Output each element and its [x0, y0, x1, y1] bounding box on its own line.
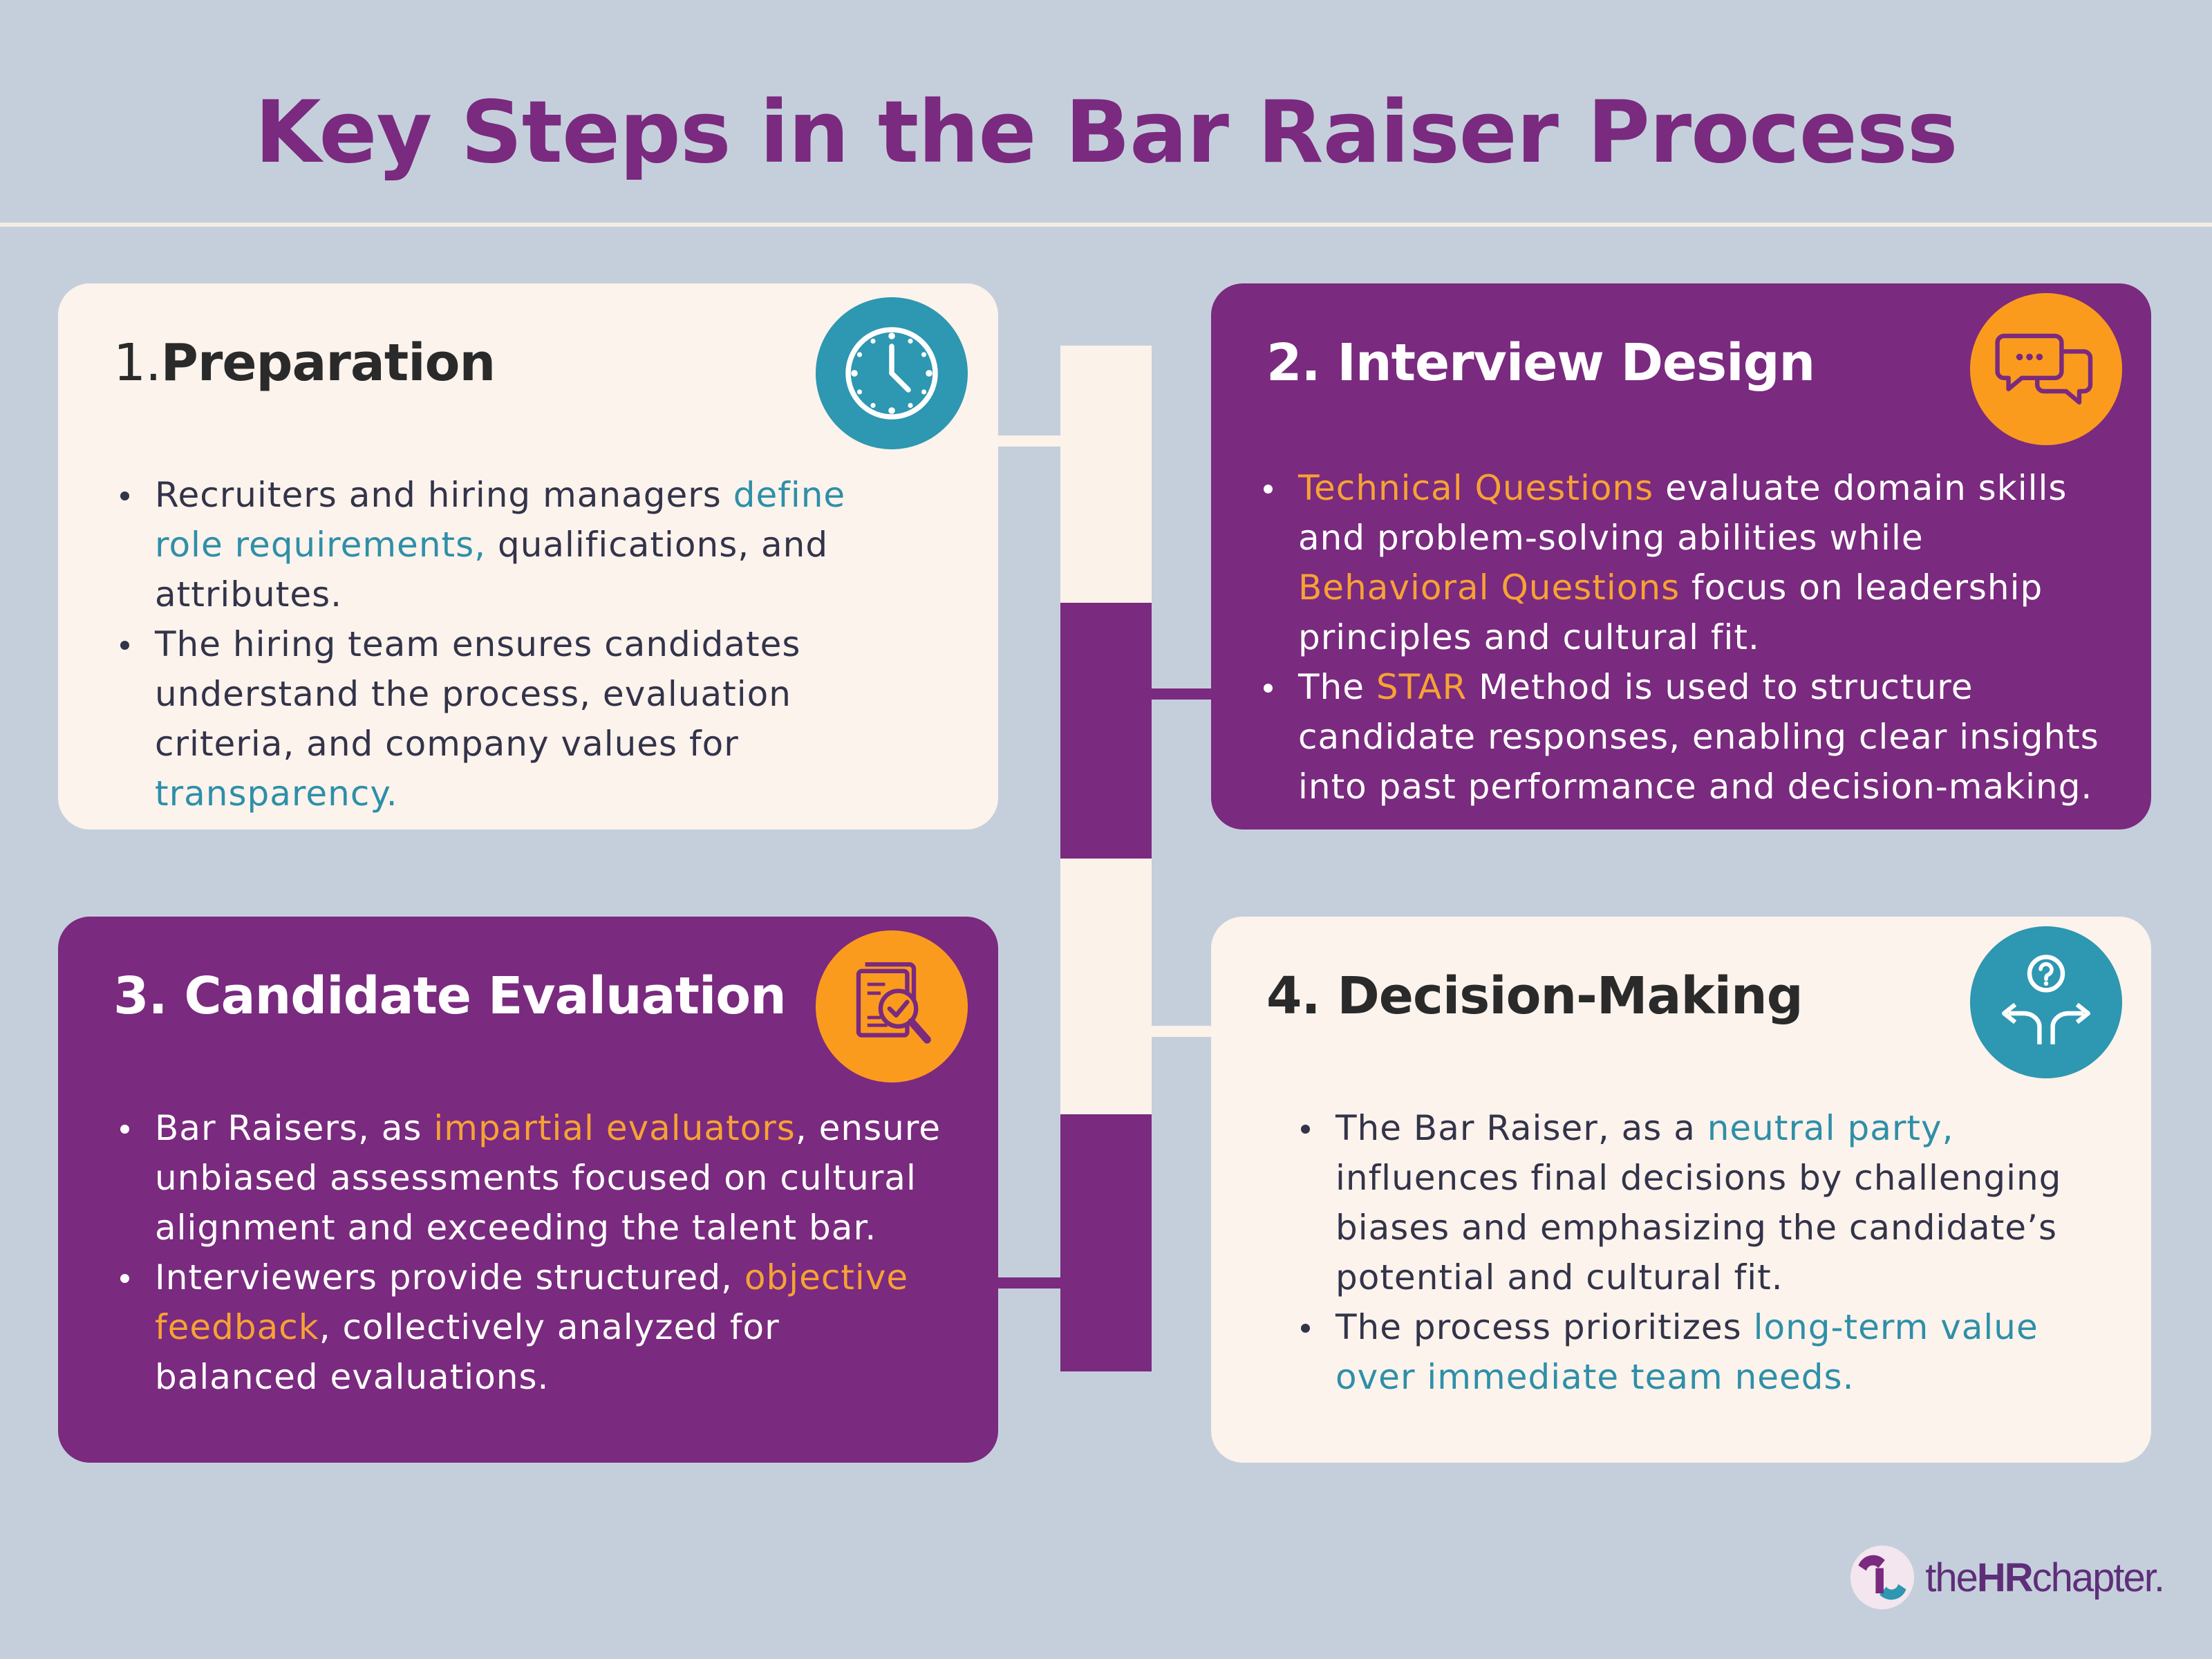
brand-logo: theHRchapter.	[1849, 1544, 2165, 1611]
bullet-item: Bar Raisers, as impartial evaluators, en…	[113, 1103, 943, 1253]
brand-mark-icon	[1850, 1545, 1915, 1610]
question-arrows-icon	[1970, 926, 2122, 1078]
bullet-text: Interviewers provide structured,	[155, 1257, 744, 1297]
bullet-text: The	[1298, 667, 1376, 707]
bullet-text: The hiring team ensures candidates under…	[155, 624, 801, 764]
bullet-item: Interviewers provide structured, objecti…	[113, 1253, 943, 1402]
spine-segment	[1060, 346, 1152, 603]
bullet-text: Bar Raisers, as	[155, 1108, 434, 1148]
step-bullets: Recruiters and hiring managers define ro…	[113, 470, 874, 818]
highlight-text: Technical Questions	[1298, 468, 1654, 508]
spine-segment	[1060, 859, 1152, 1114]
connector	[995, 1277, 1065, 1288]
title-divider	[0, 223, 2212, 227]
page-title: Key Steps in the Bar Raiser Process	[254, 83, 1958, 182]
step-title: 1.Preparation	[113, 332, 943, 394]
highlight-text: impartial evaluators	[433, 1108, 796, 1148]
step-title-text: Interview Design	[1337, 333, 1815, 393]
step-bullets: The Bar Raiser, as a neutral party, infl…	[1294, 1103, 2096, 1402]
highlight-text: define role requirements,	[155, 475, 846, 565]
step-bullets: Technical Questions evaluate domain skil…	[1257, 463, 2114, 812]
highlight-text: long-term value over immediate team need…	[1335, 1307, 2038, 1397]
bullet-item: The hiring team ensures candidates under…	[113, 619, 874, 818]
bullet-text: evaluate domain skills and problem-solvi…	[1298, 468, 2068, 558]
step-title: 4. Decision-Making	[1266, 965, 2096, 1027]
step-title: 2. Interview Design	[1266, 332, 2096, 394]
bullet-item: Recruiters and hiring managers define ro…	[113, 470, 874, 619]
document-magnifier-icon	[816, 930, 968, 1082]
bullet-text: , collectively analyzed for balanced eva…	[155, 1307, 780, 1397]
step-title-text: Preparation	[160, 333, 496, 393]
brand-bold: HR	[1976, 1555, 2034, 1600]
bullet-text: Recruiters and hiring managers	[155, 475, 733, 515]
spine-segment	[1060, 603, 1152, 859]
bullet-item: The process prioritizes long-term value …	[1294, 1302, 2096, 1402]
bullet-text: focus on leadership principles and cultu…	[1298, 568, 2043, 657]
highlight-text: objective feedback	[155, 1257, 909, 1347]
highlight-text: neutral party,	[1707, 1108, 1954, 1148]
step-number: 2.	[1266, 333, 1321, 393]
connector	[1147, 1026, 1217, 1037]
bullet-text: The Bar Raiser, as a	[1335, 1108, 1707, 1148]
bullet-text: , ensure unbiased assessments focused on…	[155, 1108, 941, 1248]
highlight-text: transparency.	[155, 774, 398, 814]
bullet-text: qualifications, and attributes.	[155, 525, 829, 615]
step-bullets: Bar Raisers, as impartial evaluators, en…	[113, 1103, 943, 1402]
chat-bubbles-icon	[1970, 293, 2122, 445]
bullet-text: The process prioritizes	[1335, 1307, 1754, 1347]
step-card-preparation: 1.Preparation Recruiters and hiring mana…	[58, 283, 998, 830]
brand-suffix: chapter.	[2032, 1555, 2165, 1600]
bullet-item: The Bar Raiser, as a neutral party, infl…	[1294, 1103, 2096, 1302]
step-number: 4.	[1266, 966, 1321, 1026]
step-card-candidate-evaluation: 3. Candidate Evaluation Bar Raisers, as …	[58, 917, 998, 1463]
step-title-text: Decision-Making	[1337, 966, 1803, 1026]
connector	[995, 435, 1065, 447]
highlight-text: Behavioral Questions	[1298, 568, 1680, 608]
step-title: 3. Candidate Evaluation	[113, 965, 943, 1027]
bullet-item: Technical Questions evaluate domain skil…	[1257, 463, 2114, 662]
connector	[1147, 688, 1217, 700]
spine-segment	[1060, 1114, 1152, 1371]
clock-icon	[816, 297, 968, 449]
step-title-text: Candidate Evaluation	[184, 966, 786, 1026]
highlight-text: STAR	[1376, 667, 1468, 707]
step-card-decision-making: 4. Decision-Making The Bar Raiser, as a …	[1211, 917, 2151, 1463]
step-number: 1.	[113, 333, 162, 393]
bullet-text: Method is used to structure candidate re…	[1298, 667, 2099, 807]
step-number: 3.	[113, 966, 168, 1026]
step-card-interview-design: 2. Interview Design Technical Questions …	[1211, 283, 2151, 830]
bullet-item: The STAR Method is used to structure can…	[1257, 662, 2114, 812]
bullet-text: influences final decisions by challengin…	[1335, 1158, 2062, 1297]
brand-prefix: the	[1925, 1555, 1978, 1600]
brand-wordmark: theHRchapter.	[1925, 1555, 2165, 1601]
